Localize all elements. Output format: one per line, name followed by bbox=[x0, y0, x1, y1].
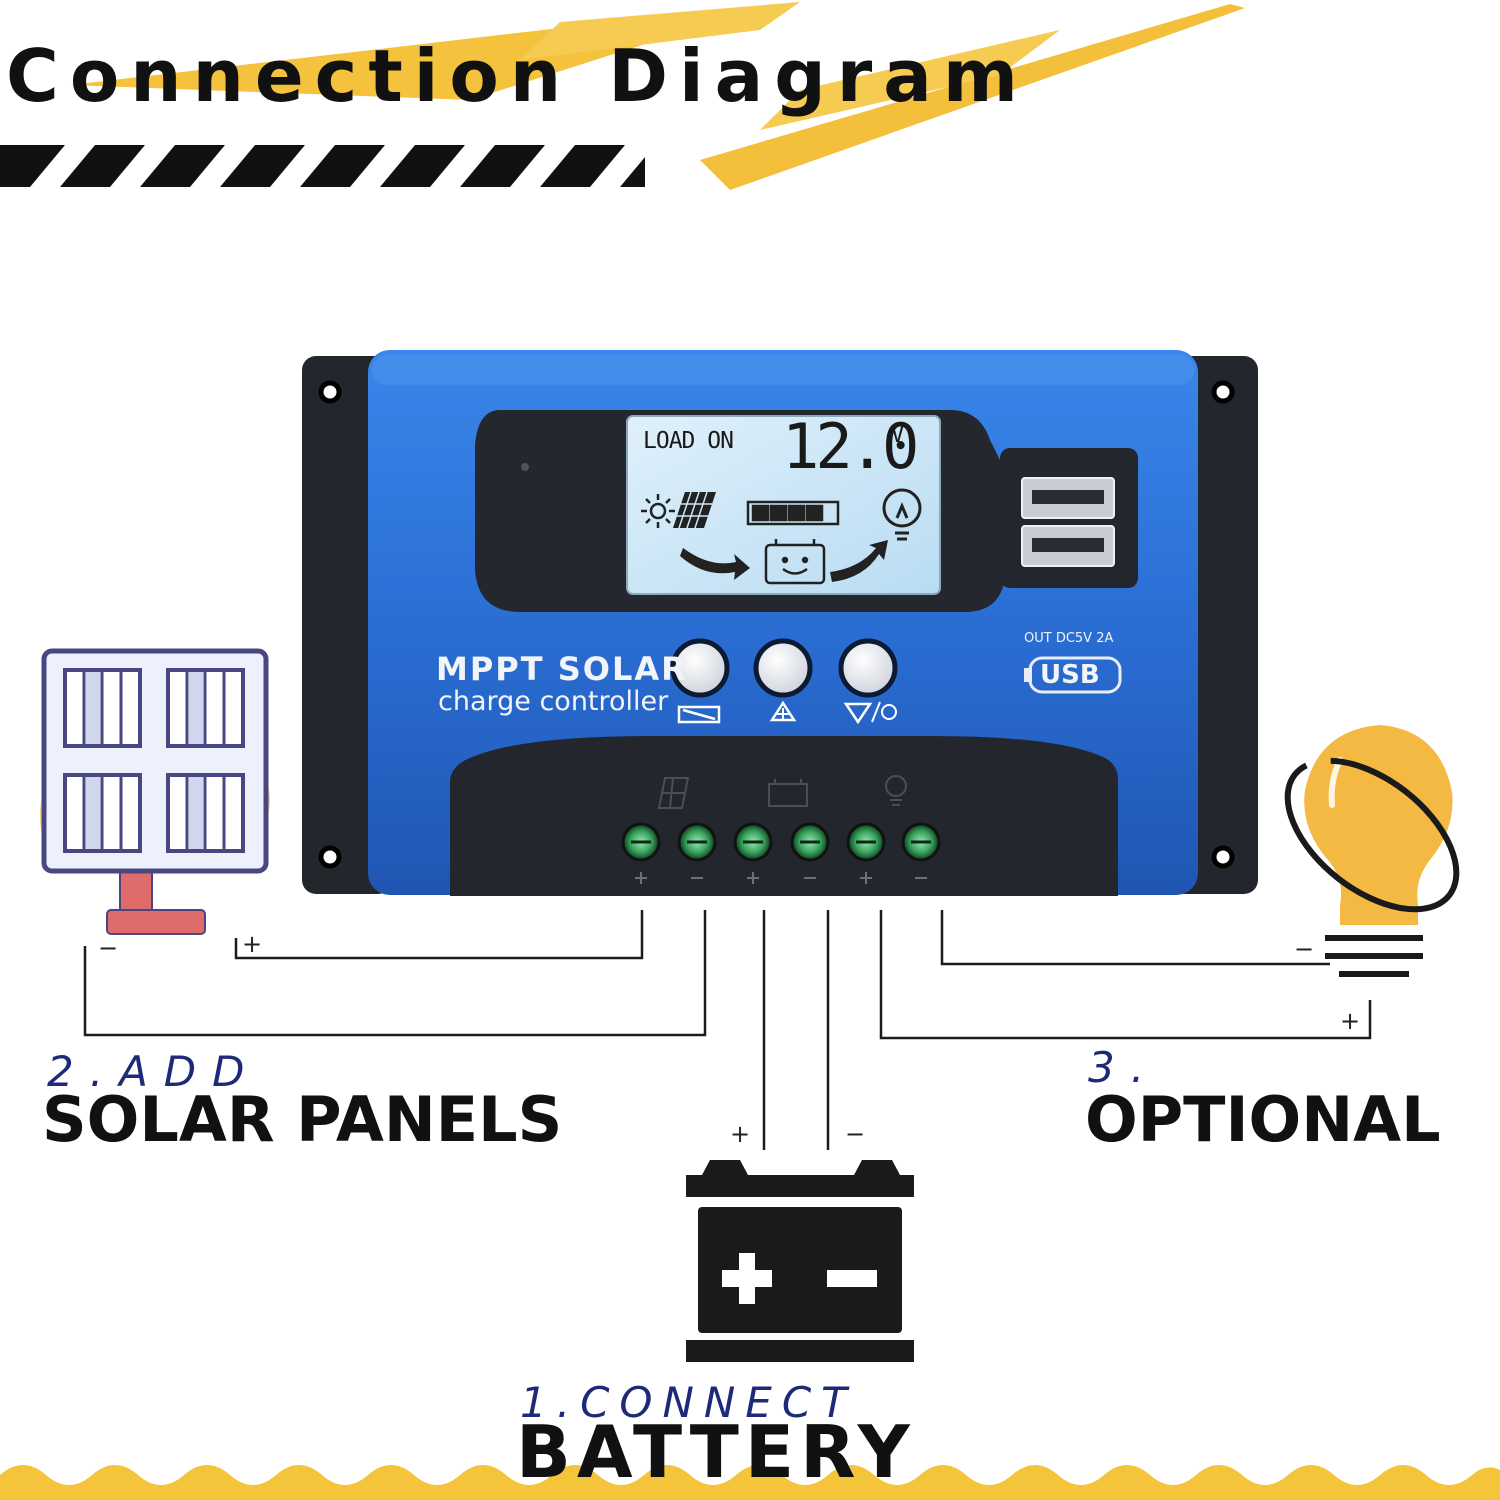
lcd-voltage-unit: V bbox=[891, 423, 905, 448]
load-plus-label: + bbox=[1340, 1007, 1361, 1035]
lcd-panel-icon bbox=[673, 491, 716, 529]
battery-plus-label: + bbox=[730, 1120, 751, 1148]
indicator-led bbox=[521, 463, 529, 471]
flow-arrow-icon bbox=[680, 540, 888, 582]
solar-negative-wire bbox=[83, 910, 707, 1037]
solar-minus-label: − bbox=[98, 934, 119, 962]
terminal-polarity-marks bbox=[635, 872, 927, 884]
battery-level-icon bbox=[746, 500, 840, 526]
solar-step-label: SOLAR PANELS bbox=[42, 1083, 563, 1156]
lcd-status-text: LOAD ON bbox=[643, 428, 734, 454]
page-title: Connection Diagram bbox=[6, 34, 1029, 118]
brand-subtitle: charge controller bbox=[438, 686, 669, 717]
header-accent bbox=[70, 2, 1245, 190]
usb-logo-text: USB bbox=[1040, 660, 1100, 690]
battery-minus-label: − bbox=[845, 1120, 866, 1148]
terminal-bulb-icon bbox=[885, 775, 907, 806]
charge-controller bbox=[302, 350, 1258, 896]
mount-hole bbox=[318, 380, 1235, 869]
battery-step-number: 1.CONNECT bbox=[520, 1378, 857, 1427]
terminal-solar-icon bbox=[657, 777, 690, 809]
lcd-voltage-readout: 12.0 bbox=[782, 410, 919, 483]
usb-output-spec: OUT DC5V 2A bbox=[1024, 631, 1114, 646]
battery-step-label: BATTERY bbox=[516, 1410, 916, 1494]
light-bulb-icon bbox=[1284, 725, 1460, 977]
battery-icon bbox=[686, 1160, 914, 1362]
load-step-label: OPTIONAL bbox=[1085, 1083, 1441, 1156]
hazard-stripes bbox=[0, 145, 645, 187]
sun-icon bbox=[641, 494, 675, 528]
solar-positive-wire bbox=[234, 910, 644, 960]
load-positive-wire bbox=[879, 910, 1372, 1040]
terminal-battery-icon bbox=[768, 779, 808, 807]
terminal-housing bbox=[450, 736, 1118, 896]
bottom-wave bbox=[0, 1465, 1500, 1500]
up-button[interactable] bbox=[753, 638, 813, 722]
wiring bbox=[83, 910, 1372, 1150]
load-negative-wire bbox=[940, 910, 1330, 966]
brand-label: MPPT SOLAR bbox=[436, 650, 688, 688]
load-minus-label: − bbox=[1294, 935, 1315, 963]
lcd-battery-face-icon bbox=[764, 539, 826, 585]
solar-step-number: 2.ADD bbox=[47, 1047, 261, 1096]
down-light-button[interactable] bbox=[838, 638, 898, 725]
lcd-bulb-icon bbox=[882, 488, 922, 541]
solar-panel-icon bbox=[40, 648, 270, 935]
usb-port-icon bbox=[1021, 477, 1115, 567]
load-step-number: 3. bbox=[1088, 1043, 1161, 1092]
menu-button[interactable] bbox=[670, 638, 730, 724]
solar-plus-label: + bbox=[242, 930, 263, 958]
